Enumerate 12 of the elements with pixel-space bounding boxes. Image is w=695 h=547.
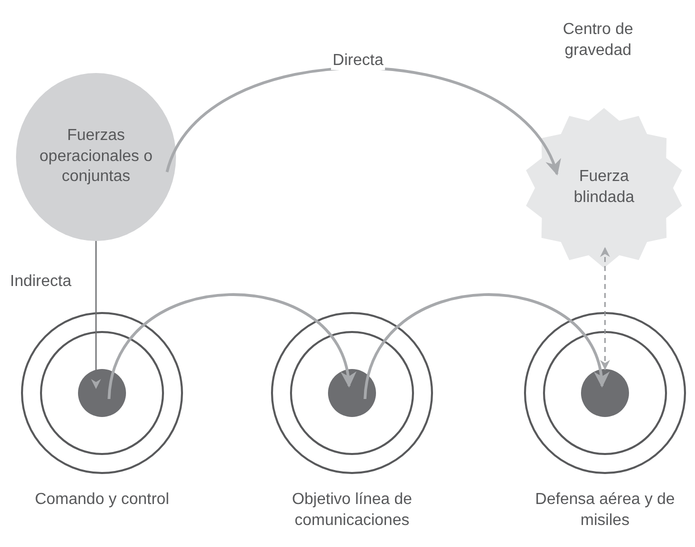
arrow [108,293,354,400]
arrow [166,66,558,176]
target-label: Objetivo línea de comunicaciones [290,490,414,531]
node-label: Fuerza blindada [572,167,636,208]
node-label: Fuerzas operacionales o conjuntas [38,126,154,188]
target-label: Defensa aérea y de misiles [534,490,676,531]
dashed-arrow [600,247,610,370]
arrow [364,293,608,400]
edge-label: Directa [330,52,386,70]
arrow [91,241,101,389]
target-label: Comando y control [34,490,170,510]
annotation-label: Centro de gravedad [562,20,634,61]
